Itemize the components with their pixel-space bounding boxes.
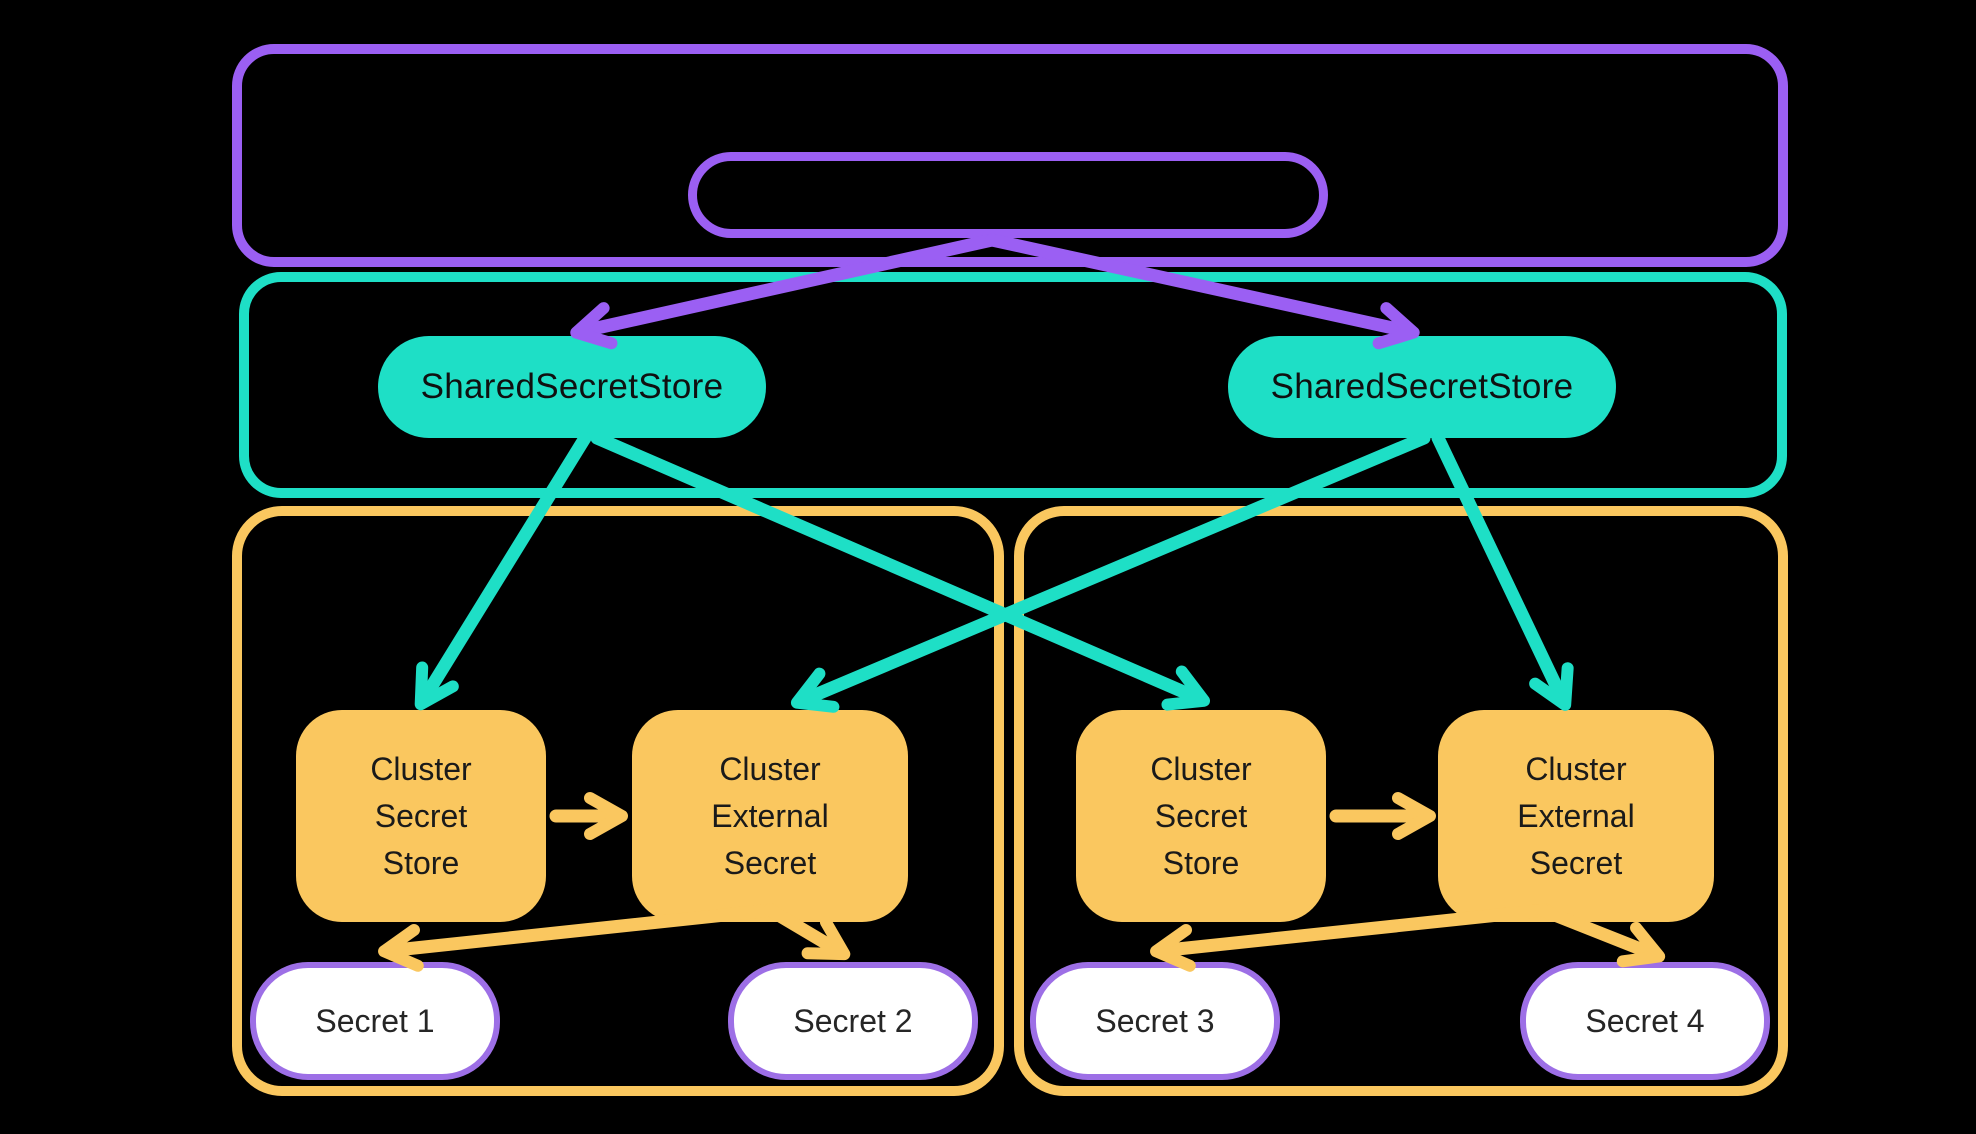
secret-2: Secret 2 [728, 962, 978, 1080]
shared-secret-store-left: SharedSecretStore [378, 336, 766, 438]
shared-secret-store-right: SharedSecretStore [1228, 336, 1616, 438]
shared-secret-store-left-label: SharedSecretStore [420, 367, 724, 406]
cluster-secret-store-left-line2: Secret [374, 797, 468, 834]
cluster-external-secret-right-line1: Cluster [1525, 750, 1627, 787]
secret-1-label: Secret 1 [315, 1002, 435, 1039]
secret-4: Secret 4 [1520, 962, 1770, 1080]
cluster-external-secret-left-line3: Secret [723, 844, 817, 881]
secret-2-label: Secret 2 [793, 1002, 913, 1039]
cluster-external-secret-left: Cluster External Secret [632, 710, 908, 922]
cluster-external-secret-right: Cluster External Secret [1438, 710, 1714, 922]
cluster-secret-store-left-line1: Cluster [370, 750, 472, 787]
cluster-external-secret-right-line2: External [1517, 797, 1635, 834]
shared-secret-store-right-label: SharedSecretStore [1270, 367, 1574, 406]
secret-3-label: Secret 3 [1095, 1002, 1215, 1039]
cluster-secret-store-left: Cluster Secret Store [296, 710, 546, 922]
secret-3: Secret 3 [1030, 962, 1280, 1080]
cluster-secret-store-left-line3: Store [382, 844, 460, 881]
cluster-secret-store-right-line2: Secret [1154, 797, 1248, 834]
purple-source-pill [688, 152, 1328, 238]
secret-1: Secret 1 [250, 962, 500, 1080]
secret-4-label: Secret 4 [1585, 1002, 1705, 1039]
cluster-secret-store-right: Cluster Secret Store [1076, 710, 1326, 922]
cluster-secret-store-right-line3: Store [1162, 844, 1240, 881]
cluster-external-secret-left-line1: Cluster [719, 750, 821, 787]
cluster-secret-store-right-line1: Cluster [1150, 750, 1252, 787]
cluster-external-secret-left-line2: External [711, 797, 829, 834]
cluster-external-secret-right-line3: Secret [1529, 844, 1623, 881]
